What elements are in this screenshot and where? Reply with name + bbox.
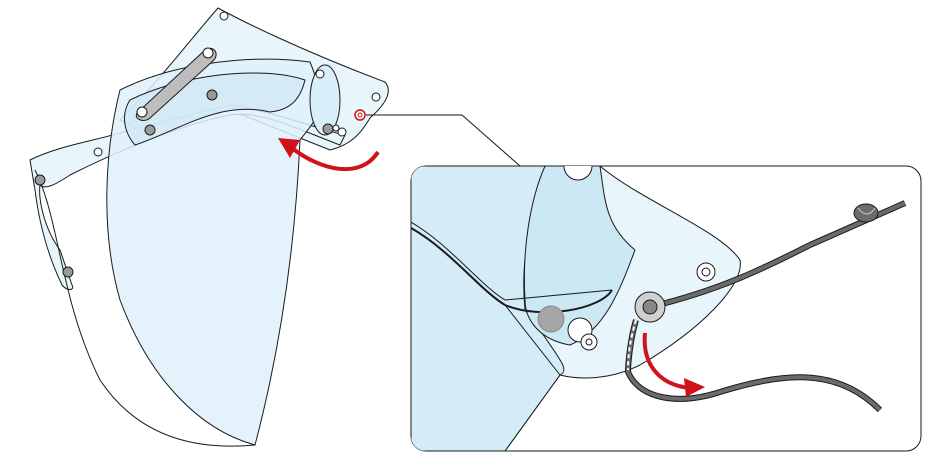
shield-visor [106,58,320,446]
detail-inset [410,165,922,452]
callout-leader [366,114,521,167]
inset-side-tab [523,166,636,346]
rotate-arrow-icon [278,138,380,172]
inset-pin [537,305,565,333]
side-tab [309,64,341,136]
pull-arrow-icon [642,332,705,397]
eyelets [93,11,381,157]
cord-grommet [634,291,666,323]
pins [34,89,334,278]
inset-eyelets [580,262,716,351]
cord-knot-icon [853,203,879,223]
face-shield-overview [29,7,389,447]
callout-marker-icon [354,109,366,121]
shield-left-edge [34,169,256,447]
